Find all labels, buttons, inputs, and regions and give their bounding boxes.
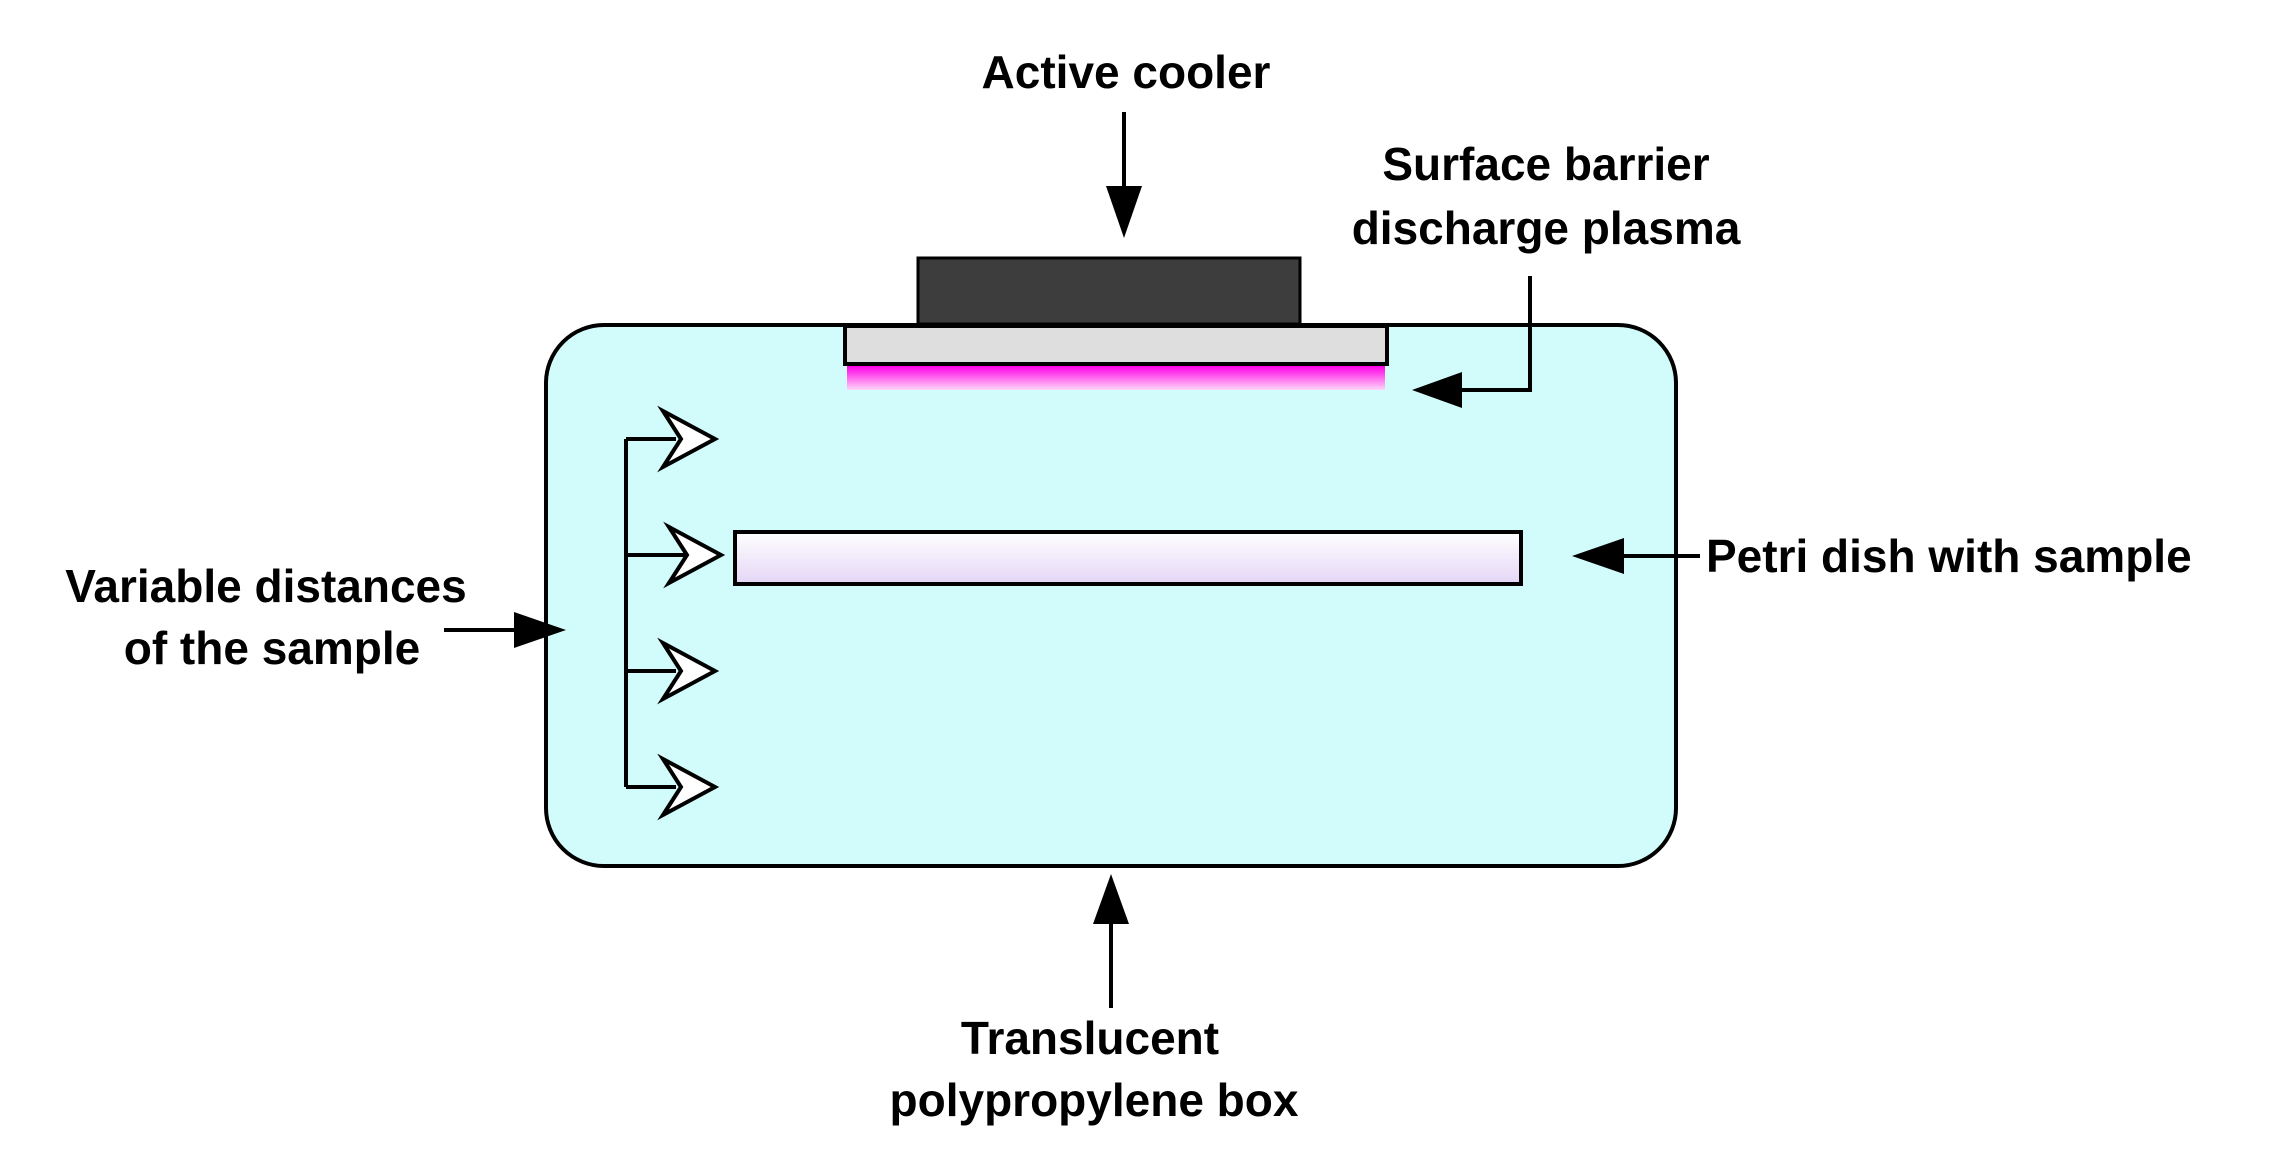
electrode-plate [843,324,1389,366]
distance-open-arrow-icon [657,405,720,473]
petri-dish [733,530,1523,586]
label-discharge-plasma: discharge plasma [1352,202,1741,254]
distance-open-arrow-icon [657,637,720,705]
label-translucent: Translucent [961,1012,1219,1064]
distance-open-arrow-icon [657,753,720,821]
distance-bracket [624,437,690,789]
distance-open-arrow-icon [663,521,726,589]
label-active-cooler: Active cooler [982,46,1271,98]
plasma-arrow [1412,276,1532,408]
label-variable-distances: Variable distances [65,560,466,612]
active-cooler-arrow [1106,112,1142,238]
plasma-layer [847,366,1385,390]
label-petri-dish: Petri dish with sample [1706,530,2192,582]
polypropylene-box [544,323,1678,868]
box-arrow [1093,874,1129,1008]
label-surface-barrier: Surface barrier [1382,138,1709,190]
variable-distance-arrow [444,612,566,648]
label-polypropylene-box: polypropylene box [890,1074,1299,1126]
active-cooler-block [916,256,1302,326]
petri-arrow [1572,538,1700,574]
label-of-the-sample: of the sample [124,622,421,674]
